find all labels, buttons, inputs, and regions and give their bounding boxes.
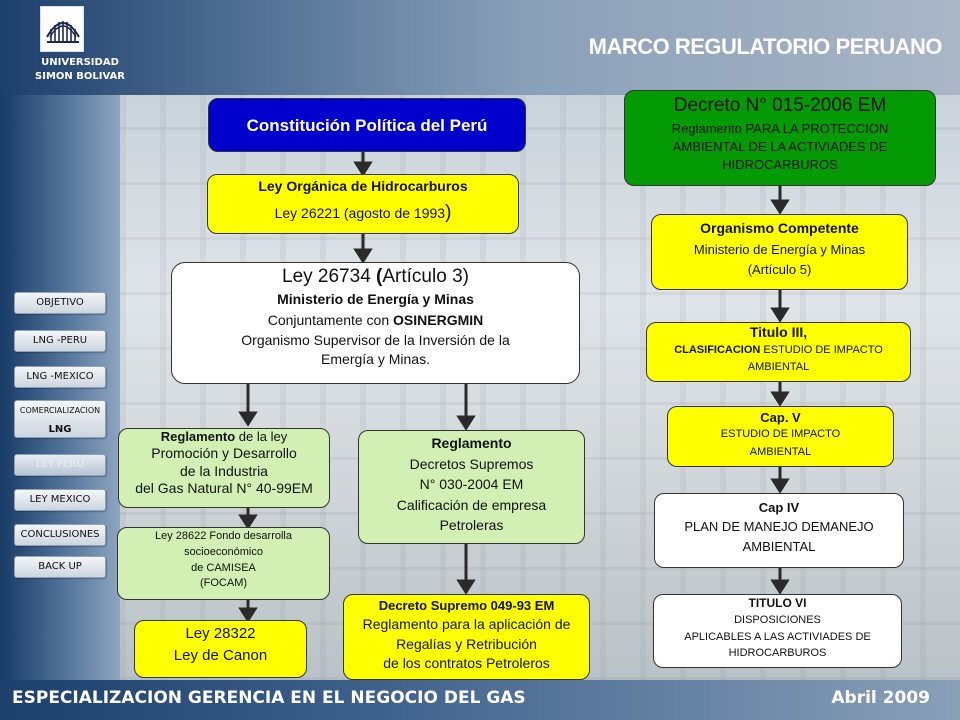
organismo-line2: Ministerio de Energía y Minas	[693, 241, 866, 257]
nav-conclusiones[interactable]: CONCLUSIONES	[14, 524, 106, 546]
titulo-iii-line3: AMBIENTAL	[747, 361, 810, 374]
ley-28322-line2: Ley de Canon	[173, 646, 268, 664]
university-logo	[40, 6, 84, 52]
nav-lng-mexico[interactable]: LNG -MEXICO	[14, 366, 106, 388]
cap-v-title: Cap. V	[760, 410, 801, 425]
reglamento-ley-line1-a: Reglamento	[160, 429, 236, 444]
cap-iv-title: Cap IV	[758, 500, 800, 515]
decreto-015-line2: Reglamento PARA LA PROTECCION	[671, 120, 889, 136]
ley-26734-line5: Emergía y Minas.	[321, 351, 430, 368]
cap-v-line3: AMBIENTAL	[749, 446, 812, 458]
reglamento-ds-title: Reglamento	[431, 435, 512, 451]
reglamento-ds-line5: Petroleras	[439, 517, 504, 533]
nav-lng-label: LNG	[48, 424, 72, 435]
decreto-049-line2: Reglamento para la aplicación de	[362, 616, 571, 633]
titulo-iii-line2: CLASIFICACION ESTUDIO DE IMPACTO	[647, 344, 910, 358]
nav-comercializacion-label: COMERCIALIZACION	[19, 406, 101, 415]
ley-28622-line3: de CAMISEA	[191, 561, 256, 574]
decreto-049-line4: de los contratos Petroleros	[383, 655, 550, 672]
ley-26734-line3-a: Conjuntamente con	[267, 312, 394, 329]
reglamento-ley-line3: de la Industria	[180, 462, 268, 479]
ley-26734-line4: Organismo Supervisor de la Inversión de …	[241, 331, 510, 348]
ley-26734-line3: Conjuntamente con OSINERGMIN	[172, 312, 579, 330]
ley-28622-line1: Ley 28622 Fondo desarrolla	[155, 530, 292, 542]
organismo-line3: (Artículo 5)	[747, 261, 812, 277]
titulo-vi-line3: APLICABLES A LAS ACTIVIADES DE	[684, 630, 871, 643]
ley-26734-title-c: Artículo 3)	[382, 266, 469, 287]
reglamento-ds-line3: N° 030-2004 EM	[419, 476, 524, 492]
nav-ley-mexico[interactable]: LEY MEXICO	[14, 489, 106, 511]
nav-objetivo[interactable]: OBJETIVO	[14, 292, 106, 314]
ley-26734-title: Ley 26734 (Artículo 3)	[172, 265, 579, 289]
ley-28622-line4: (FOCAM)	[199, 577, 248, 590]
titulo-vi-title: TITULO VI	[748, 596, 807, 610]
reglamento-ley-line1: Reglamento de la ley	[119, 429, 329, 445]
titulo-iii-line2-a: CLASIFICACION	[674, 343, 761, 356]
reglamento-ley-box: Reglamento de la ley Promoción y Desarro…	[118, 428, 330, 508]
nav-back-up[interactable]: BACK UP	[14, 556, 106, 578]
nav-comercializacion-lng[interactable]: COMERCIALIZACION LNG	[14, 400, 106, 438]
ley-organica-title: Ley Orgánica de Hidrocarburos	[258, 178, 468, 194]
decreto-049-box: Decreto Supremo 049-93 EM Reglamento par…	[343, 594, 590, 680]
reglamento-ley-line1-b: de la ley	[235, 429, 288, 444]
ley-26734-title-b: (	[376, 266, 383, 287]
organismo-box: Organismo Competente Ministerio de Energ…	[651, 214, 908, 290]
cap-v-line2: ESTUDIO DE IMPACTO	[720, 428, 841, 441]
titulo-iii-line2-b: ESTUDIO DE IMPACTO	[760, 343, 883, 356]
ley-organica-box: Ley Orgánica de Hidrocarburos Ley 26221 …	[207, 174, 519, 234]
titulo-vi-line2: DISPOSICIONES	[734, 614, 821, 626]
nav-lng-peru[interactable]: LNG -PERU	[14, 330, 106, 352]
organismo-title: Organismo Competente	[700, 220, 859, 236]
decreto-015-title: Decreto N° 015-2006 EM	[673, 95, 887, 116]
footer-bar: ESPECIALIZACION GERENCIA EN EL NEGOCIO D…	[0, 680, 960, 720]
university-name-line2: SIMON BOLIVAR	[35, 71, 125, 82]
decreto-015-line4: HIDROCARBUROS	[722, 157, 838, 173]
ley-28622-box: Ley 28622 Fondo desarrolla socioeconómic…	[117, 527, 330, 600]
cap-v-box: Cap. V ESTUDIO DE IMPACTO AMBIENTAL	[667, 406, 894, 467]
titulo-vi-box: TITULO VI DISPOSICIONES APLICABLES A LAS…	[653, 594, 902, 668]
ley-26734-line2: Ministerio de Energía y Minas	[277, 290, 474, 307]
reglamento-ley-line4: del Gas Natural N° 40-99EM	[135, 480, 313, 497]
reglamento-ds-line2: Decretos Supremos	[409, 455, 534, 472]
decreto-049-title: Decreto Supremo 049-93 EM	[378, 598, 555, 613]
university-name-line1: UNIVERSIDAD	[41, 57, 119, 68]
cap-iv-line3: AMBIENTAL	[742, 538, 816, 554]
titulo-iii-box: Titulo III, CLASIFICACION ESTUDIO DE IMP…	[646, 322, 911, 382]
decreto-049-line3: Regalías y Retribución	[396, 635, 537, 652]
decreto-015-line3: AMBIENTAL DE LA ACTIVIADES DE	[672, 139, 888, 154]
ley-26734-box: Ley 26734 (Artículo 3) Ministerio de Ene…	[171, 262, 580, 384]
ley-organica-paren: )	[445, 201, 452, 223]
titulo-vi-line4: HIDROCARBUROS	[728, 646, 827, 659]
reglamento-ds-box: Reglamento Decretos Supremos N° 030-2004…	[358, 430, 585, 544]
ley-26734-title-a: Ley 26734	[282, 266, 377, 287]
constitucion-box: Constitución Política del Perú	[208, 98, 526, 152]
ley-28322-box: Ley 28322 Ley de Canon	[134, 620, 307, 678]
reglamento-ds-line4: Calificación de empresa	[396, 496, 547, 513]
ley-28622-line2: socioeconómico	[184, 545, 263, 558]
constitucion-label: Constitución Política del Perú	[246, 116, 488, 135]
decreto-015-box: Decreto N° 015-2006 EM Reglamento PARA L…	[624, 90, 936, 186]
nav-ley-peru[interactable]: LEY PERU	[14, 454, 106, 476]
footer-program: ESPECIALIZACION GERENCIA EN EL NEGOCIO D…	[12, 688, 526, 708]
cap-iv-box: Cap IV PLAN DE MANEJO DEMANEJO AMBIENTAL	[654, 493, 904, 568]
reglamento-ley-line2: Promoción y Desarrollo	[151, 445, 297, 462]
ley-organica-line2: Ley 26221 (agosto de 1993)	[208, 201, 518, 225]
titulo-iii-title: Titulo III,	[749, 324, 808, 340]
ley-28322-line1: Ley 28322	[185, 625, 256, 642]
footer-date: Abril 2009	[831, 688, 930, 708]
header-bar: UNIVERSIDAD SIMON BOLIVAR MARCO REGULATO…	[0, 0, 960, 95]
cap-iv-line2: PLAN DE MANEJO DEMANEJO	[684, 519, 874, 535]
ley-26734-line3-b: OSINERGMIN	[393, 312, 484, 329]
page-title: MARCO REGULATORIO PERUANO	[588, 34, 943, 59]
ley-organica-law: Ley 26221 (agosto de 1993	[274, 204, 446, 221]
